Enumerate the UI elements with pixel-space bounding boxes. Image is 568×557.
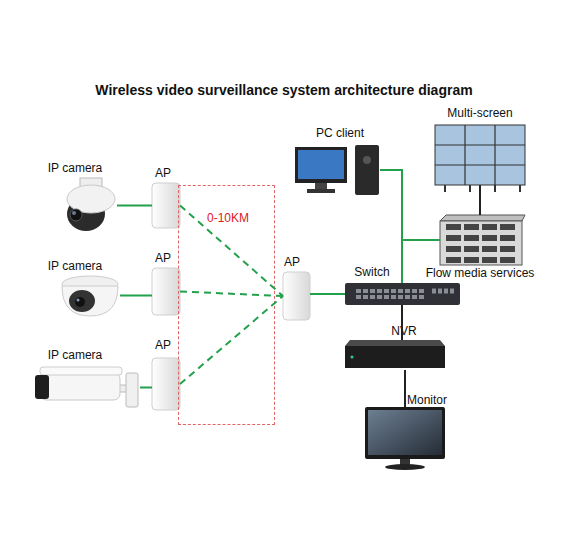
pc — [295, 145, 379, 195]
camera-node: IP camera — [55, 276, 120, 316]
monitor-base — [385, 464, 425, 470]
lens-glint — [72, 211, 76, 215]
network-switch — [345, 283, 460, 305]
pc-screen — [298, 150, 344, 179]
node-label: AP — [155, 166, 171, 180]
connector — [404, 370, 406, 407]
nvr-top — [345, 340, 445, 346]
dome-camera — [62, 276, 118, 316]
range-box: 0-10KM — [178, 185, 275, 425]
video-wall — [435, 125, 525, 192]
connector — [117, 205, 152, 207]
pc-base — [307, 189, 335, 193]
switch-body — [345, 283, 460, 305]
node-label: NVR — [391, 324, 416, 338]
monitor-frame — [365, 407, 445, 459]
switch-ports — [356, 289, 426, 299]
sfp-ports — [432, 289, 454, 294]
camera-body — [62, 286, 118, 316]
access-point — [152, 358, 180, 410]
ap-node: AP — [152, 268, 180, 315]
wall-frame — [435, 125, 525, 185]
access-point — [152, 183, 180, 228]
power-button — [363, 156, 371, 164]
connector — [401, 305, 403, 340]
connector — [180, 296, 283, 384]
connector — [310, 293, 345, 295]
camera-node: IP camera — [35, 365, 140, 410]
camera-front — [35, 375, 49, 399]
node-label: Monitor — [407, 393, 447, 407]
connector — [120, 295, 152, 297]
wall-plate — [126, 373, 138, 407]
node-label: AP — [155, 251, 171, 265]
connector — [180, 292, 283, 297]
server-body — [440, 221, 522, 265]
camera-dome — [69, 290, 95, 312]
connector — [180, 206, 283, 297]
lens-glint — [77, 299, 80, 302]
pc-tower — [355, 145, 379, 195]
ap-node: AP — [283, 272, 310, 320]
monitor — [365, 407, 445, 470]
nvr-led — [351, 356, 354, 359]
monitor-screen — [368, 410, 442, 455]
monitor-node: Monitor — [365, 407, 445, 470]
node-label: IP camera — [48, 161, 102, 175]
access-point — [152, 268, 180, 315]
node-label: 0-10KM — [207, 211, 249, 225]
camera-lens — [70, 209, 82, 221]
node-label: IP camera — [48, 348, 102, 362]
camera-body — [40, 373, 120, 400]
server-top — [440, 215, 525, 221]
media-server-node: Flow media services — [440, 215, 525, 265]
camera-node: IP camera — [55, 180, 117, 232]
nvr-node: NVR — [345, 340, 445, 370]
ap-node: AP — [152, 358, 180, 410]
connector — [140, 387, 152, 389]
access-point — [283, 272, 310, 320]
diagram-title: Wireless video surveillance system archi… — [0, 82, 568, 98]
video-wall-node: Multi-screen — [435, 125, 525, 185]
camera-visor — [40, 367, 122, 375]
pc-stand — [315, 183, 327, 189]
media-server — [440, 215, 525, 265]
node-label: PC client — [316, 126, 364, 140]
bullet-camera — [35, 367, 138, 407]
node-label: AP — [155, 338, 171, 352]
connector — [479, 185, 481, 215]
node-label: IP camera — [48, 259, 102, 273]
ptz-camera — [67, 178, 115, 231]
switch-node: Switch — [345, 283, 460, 305]
ap-node: AP — [152, 183, 180, 228]
connector — [402, 240, 440, 283]
drive-bays — [446, 227, 516, 260]
nvr — [345, 340, 445, 368]
connector — [380, 170, 402, 283]
node-label: Flow media services — [426, 266, 535, 280]
nvr-body — [345, 346, 445, 368]
camera-lens — [75, 297, 85, 307]
pc-client-node: PC client — [295, 145, 380, 195]
wall-legs — [445, 185, 520, 192]
node-label: Switch — [354, 265, 389, 279]
node-label: Multi-screen — [447, 106, 512, 120]
wall-seams — [435, 125, 525, 185]
node-label: AP — [284, 255, 300, 269]
pc-monitor — [295, 147, 347, 183]
